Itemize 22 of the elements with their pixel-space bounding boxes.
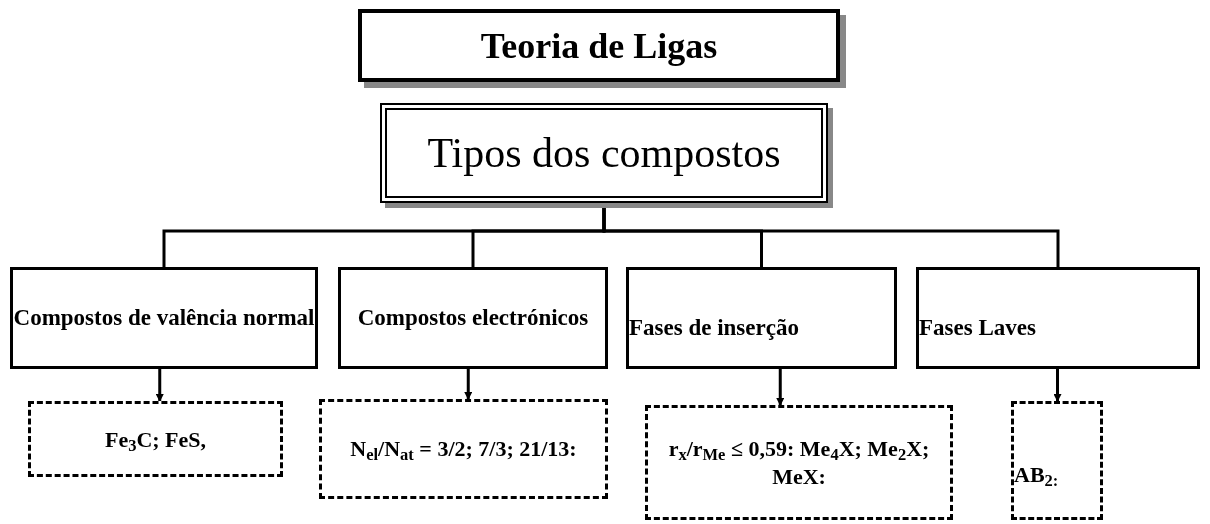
category-box: [626, 267, 897, 369]
example-box: [645, 405, 953, 520]
example-box: [28, 401, 283, 477]
node-text: Compostos de valência normal: [13, 303, 315, 332]
node-text: Tipos dos compostos: [427, 128, 781, 178]
category-box: [10, 267, 318, 369]
node-text: Fe$_{3}$C; FeS,: [104, 425, 207, 456]
node-text: Teoria de Ligas: [480, 24, 718, 68]
node-text: N$_{el}$/N$_{at}$ = 3/2; 7/3; 21/13:: [350, 435, 577, 463]
example-box: [1011, 401, 1103, 520]
category-box: [916, 267, 1200, 369]
node-text: AB$_{2:}$: [1014, 461, 1059, 491]
category-box: [338, 267, 608, 369]
node-text: Compostos electrónicos: [357, 303, 589, 332]
node-text: Fases de inserção: [629, 313, 799, 342]
arrow: [155, 369, 164, 402]
arrow: [776, 369, 785, 406]
arrow: [464, 369, 473, 400]
node-text: r$_{x}$/r$_{Me}$ ≤ 0,59: Me$_{4}$X; Me$_{2}$X; MeX:: [667, 435, 931, 490]
example-box: [319, 399, 608, 499]
arrow: [1053, 369, 1062, 402]
node-text: Fases Laves: [919, 313, 1036, 342]
